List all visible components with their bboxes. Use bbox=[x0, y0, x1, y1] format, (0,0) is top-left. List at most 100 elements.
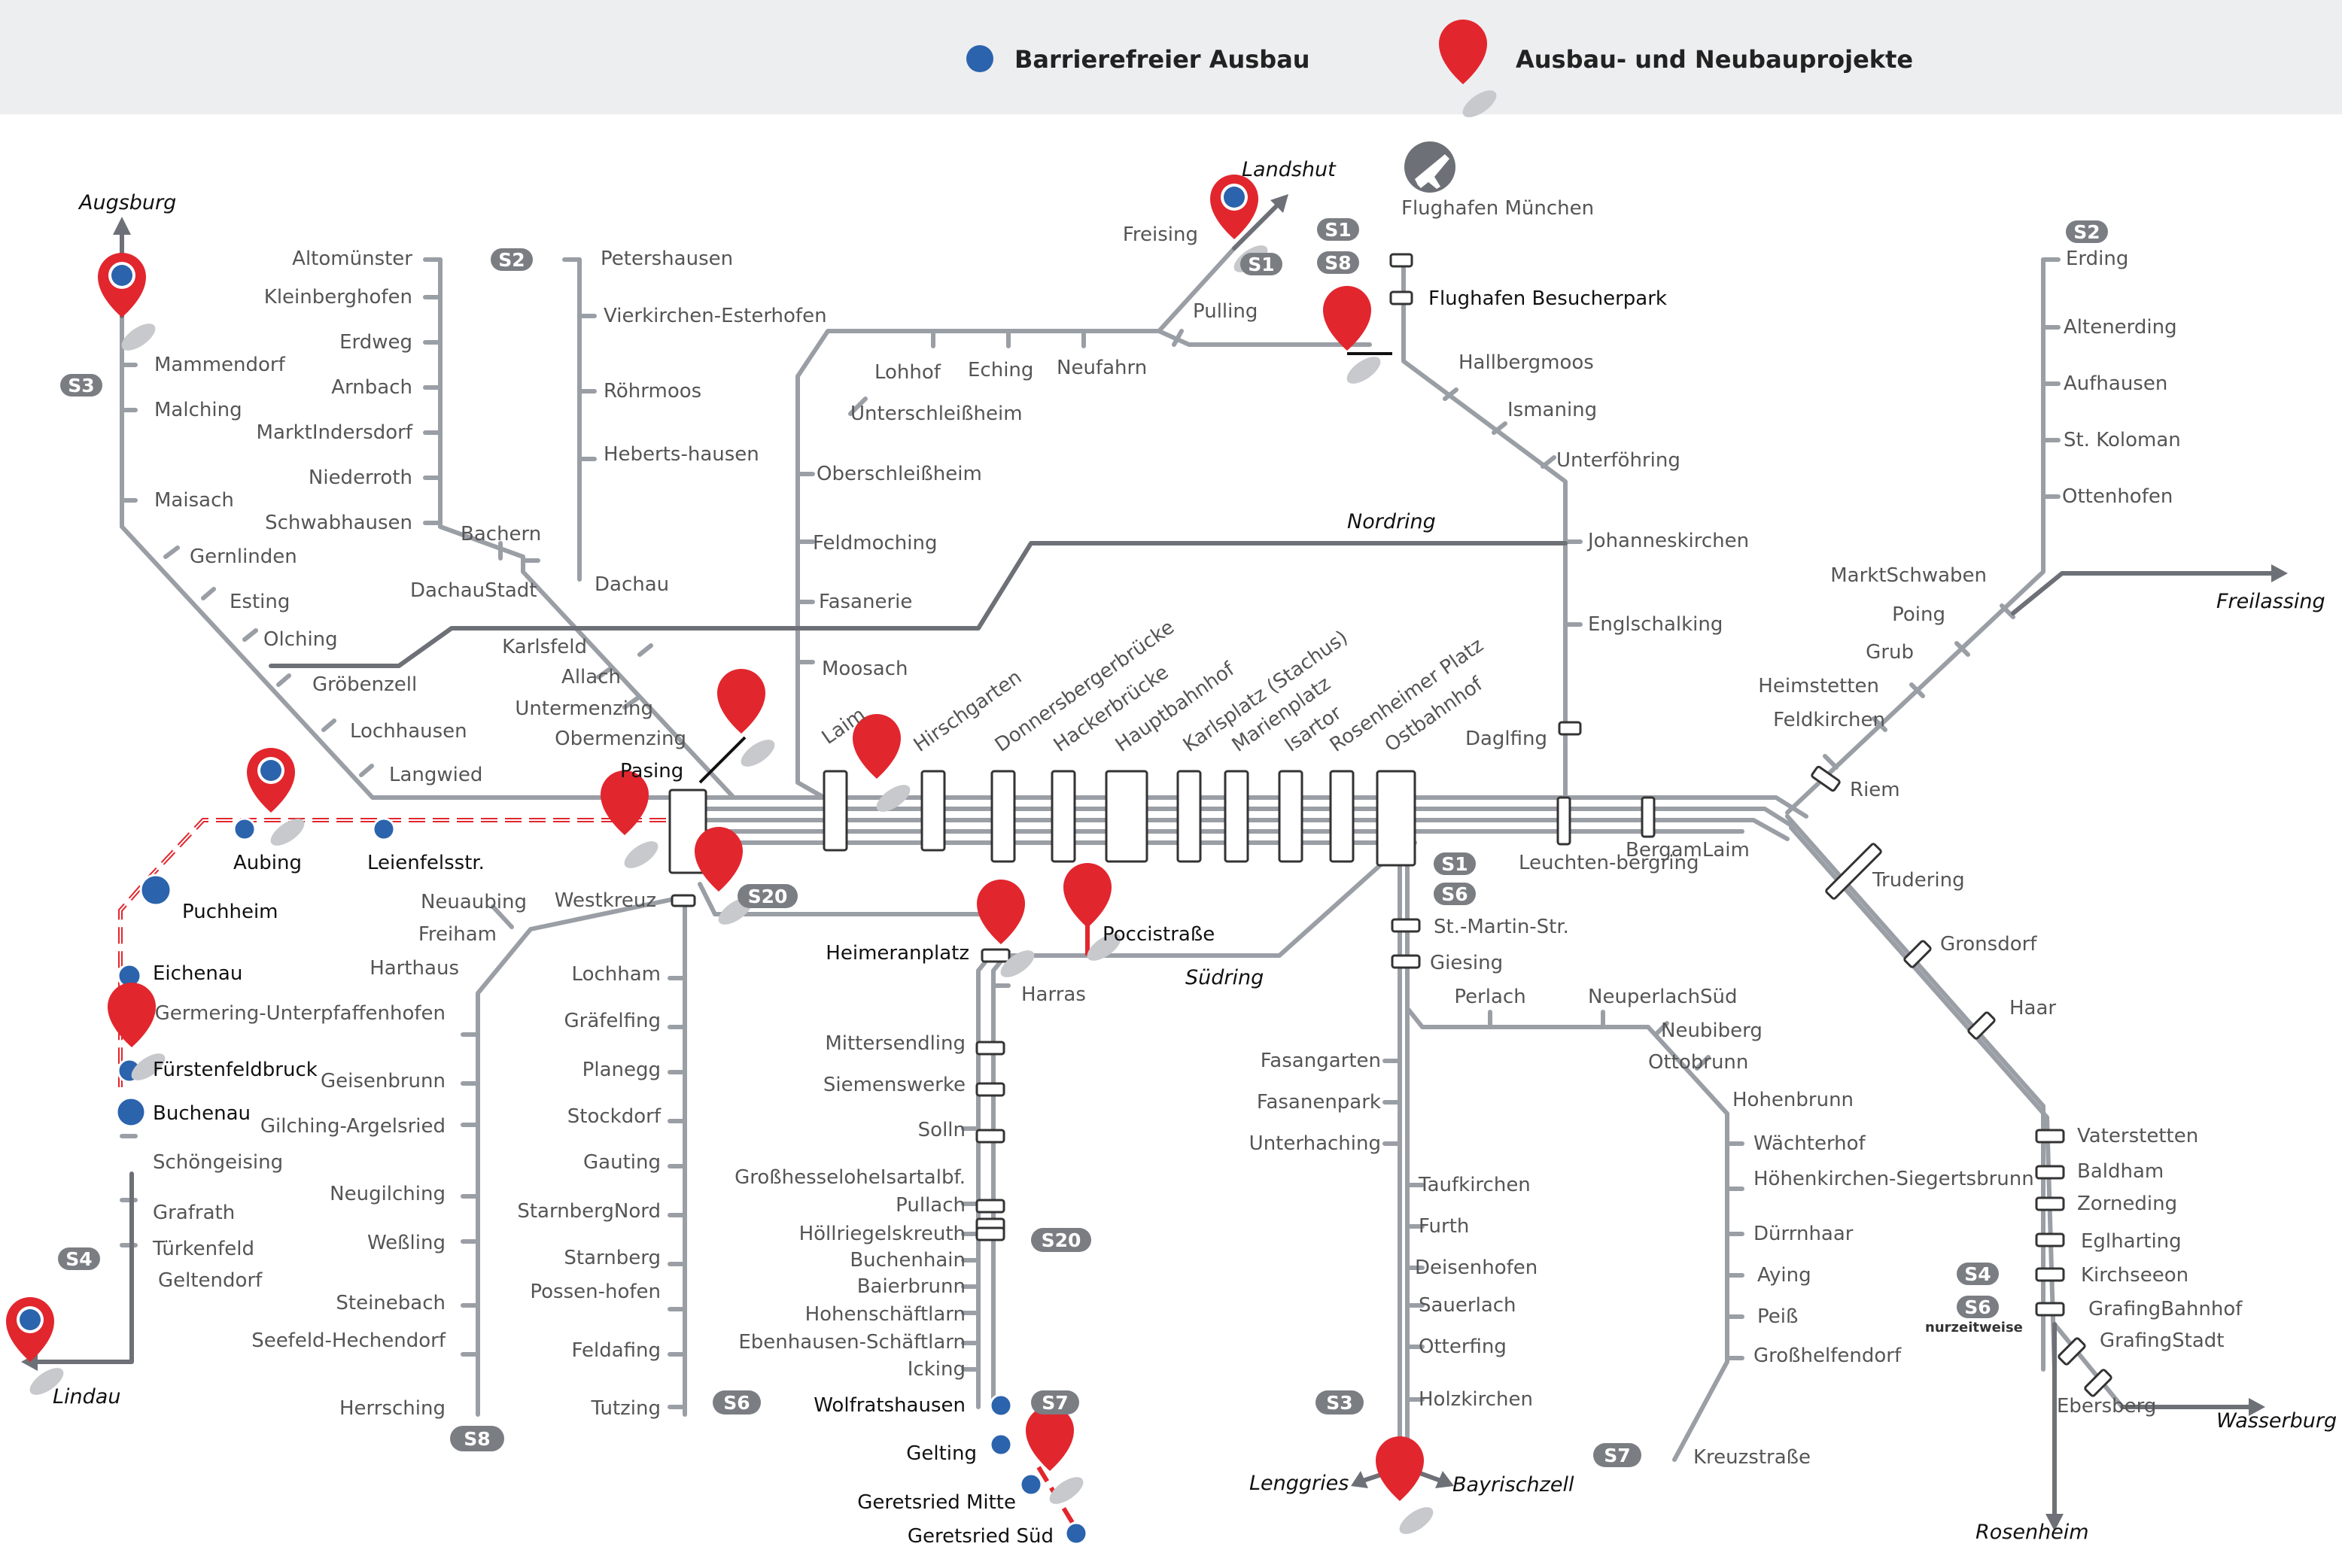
svg-text:Gräfelfing: Gräfelfing bbox=[564, 1010, 661, 1032]
svg-text:Geretsried Mitte: Geretsried Mitte bbox=[857, 1491, 1016, 1514]
svg-text:MarktSchwaben: MarktSchwaben bbox=[1830, 564, 1987, 587]
red-pin-icon bbox=[1063, 863, 1126, 966]
svg-text:S2: S2 bbox=[498, 249, 525, 271]
svg-text:Malching: Malching bbox=[154, 399, 242, 421]
svg-text:Lohhof: Lohhof bbox=[874, 361, 941, 384]
svg-text:S4: S4 bbox=[1964, 1263, 1991, 1285]
svg-text:Gronsdorf: Gronsdorf bbox=[1940, 933, 2037, 956]
svg-text:Türkenfeld: Türkenfeld bbox=[152, 1238, 254, 1260]
svg-text:Pullach: Pullach bbox=[896, 1194, 966, 1217]
svg-text:Freilassing: Freilassing bbox=[2216, 590, 2325, 613]
svg-text:Perlach: Perlach bbox=[1454, 986, 1525, 1008]
svg-text:Eichenau: Eichenau bbox=[153, 962, 242, 985]
svg-text:Gelting: Gelting bbox=[906, 1442, 977, 1465]
svg-text:Taufkirchen: Taufkirchen bbox=[1418, 1174, 1531, 1196]
project-pins bbox=[6, 175, 1438, 1539]
svg-text:Pulling: Pulling bbox=[1193, 300, 1258, 323]
accessible-stations bbox=[115, 817, 1088, 1545]
svg-text:Gauting: Gauting bbox=[583, 1151, 661, 1174]
svg-text:Geisenbrunn: Geisenbrunn bbox=[321, 1070, 446, 1092]
nordring-label: Nordring bbox=[1347, 510, 1436, 533]
svg-text:Wächterhof: Wächterhof bbox=[1753, 1132, 1866, 1155]
svg-text:Ismaning: Ismaning bbox=[1507, 399, 1597, 421]
svg-text:Johanneskirchen: Johanneskirchen bbox=[1586, 530, 1749, 552]
svg-text:S4: S4 bbox=[65, 1248, 92, 1270]
svg-text:Röhrmoos: Röhrmoos bbox=[604, 380, 701, 403]
svg-text:NeuperlachSüd: NeuperlachSüd bbox=[1588, 986, 1738, 1008]
svg-text:S8: S8 bbox=[1325, 252, 1351, 274]
svg-text:Zorneding: Zorneding bbox=[2077, 1193, 2177, 1215]
svg-text:Rosenheim: Rosenheim bbox=[1975, 1521, 2089, 1544]
svg-text:Neugilching: Neugilching bbox=[330, 1183, 446, 1205]
svg-text:Wolfratshausen: Wolfratshausen bbox=[814, 1394, 966, 1417]
svg-text:Obermenzing: Obermenzing bbox=[555, 728, 686, 750]
svg-text:GroßhesseloheIsartalbf.: GroßhesseloheIsartalbf. bbox=[735, 1166, 966, 1189]
svg-text:Westkreuz: Westkreuz bbox=[555, 889, 656, 912]
svg-text:Neubiberg: Neubiberg bbox=[1661, 1020, 1763, 1042]
svg-text:Peiß: Peiß bbox=[1757, 1305, 1798, 1328]
svg-text:Feldkirchen: Feldkirchen bbox=[1773, 709, 1885, 731]
svg-text:Lenggries: Lenggries bbox=[1249, 1472, 1349, 1495]
svg-text:Eglharting: Eglharting bbox=[2081, 1230, 2182, 1253]
svg-text:Grub: Grub bbox=[1866, 641, 1914, 664]
svg-text:Flughafen Besucherpark: Flughafen Besucherpark bbox=[1428, 287, 1667, 310]
svg-text:Maisach: Maisach bbox=[154, 489, 234, 512]
svg-text:Siemenswerke: Siemenswerke bbox=[823, 1074, 966, 1096]
svg-text:Poing: Poing bbox=[1892, 603, 1945, 626]
svg-text:S3: S3 bbox=[1326, 1392, 1352, 1414]
svg-text:Gröbenzell: Gröbenzell bbox=[312, 673, 417, 696]
svg-text:Germering-Unterpfaffenhofen: Germering-Unterpfaffenhofen bbox=[155, 1002, 446, 1025]
svg-text:Oberschleißheim: Oberschleißheim bbox=[817, 463, 982, 485]
svg-text:Augsburg: Augsburg bbox=[78, 191, 176, 214]
svg-text:Giesing: Giesing bbox=[1430, 952, 1503, 974]
svg-text:Aufhausen: Aufhausen bbox=[2064, 372, 2167, 395]
svg-text:Gernlinden: Gernlinden bbox=[190, 545, 297, 568]
svg-text:Dachau: Dachau bbox=[595, 573, 669, 596]
svg-text:S1: S1 bbox=[1248, 254, 1274, 275]
svg-text:Fasangarten: Fasangarten bbox=[1261, 1050, 1381, 1072]
svg-text:Englschalking: Englschalking bbox=[1588, 613, 1723, 636]
svg-text:Moosach: Moosach bbox=[822, 658, 908, 680]
svg-text:Heimeranplatz: Heimeranplatz bbox=[826, 942, 969, 965]
svg-text:Niederroth: Niederroth bbox=[309, 466, 412, 489]
svg-text:Schwabhausen: Schwabhausen bbox=[265, 512, 412, 534]
svg-text:Eching: Eching bbox=[968, 359, 1033, 381]
svg-text:Riem: Riem bbox=[1850, 779, 1900, 801]
svg-text:Seefeld-Hechendorf: Seefeld-Hechendorf bbox=[251, 1329, 446, 1352]
svg-text:Erding: Erding bbox=[2066, 248, 2128, 270]
svg-text:S6: S6 bbox=[1964, 1296, 1991, 1318]
svg-text:S2: S2 bbox=[2073, 221, 2100, 243]
svg-text:Großhelfendorf: Großhelfendorf bbox=[1753, 1345, 1902, 1367]
svg-text:Haar: Haar bbox=[2009, 997, 2056, 1020]
svg-text:Harthaus: Harthaus bbox=[370, 957, 459, 980]
svg-text:Wasserburg: Wasserburg bbox=[2216, 1409, 2337, 1433]
svg-text:Altomünster: Altomünster bbox=[292, 248, 412, 270]
svg-text:Fürstenfeldbruck: Fürstenfeldbruck bbox=[153, 1059, 318, 1081]
red-pin-icon bbox=[247, 748, 309, 851]
svg-text:Baierbrunn: Baierbrunn bbox=[857, 1275, 966, 1298]
svg-text:Allach: Allach bbox=[561, 666, 621, 688]
svg-text:Gilching-Argelsried: Gilching-Argelsried bbox=[260, 1115, 446, 1138]
svg-text:Feldafing: Feldafing bbox=[571, 1339, 661, 1362]
station-labels: Mammendorf Malching Maisach Gernlinden E… bbox=[152, 197, 2243, 1548]
svg-text:S20: S20 bbox=[1042, 1229, 1081, 1251]
svg-text:Bachern: Bachern bbox=[461, 523, 541, 545]
svg-text:Neuaubing: Neuaubing bbox=[421, 891, 527, 913]
svg-text:S1: S1 bbox=[1441, 853, 1468, 875]
svg-text:Landshut: Landshut bbox=[1242, 158, 1337, 181]
svg-text:Olching: Olching bbox=[263, 628, 338, 651]
svg-text:Hohenschäftlarn: Hohenschäftlarn bbox=[805, 1303, 966, 1326]
svg-text:Hohenbrunn: Hohenbrunn bbox=[1732, 1089, 1854, 1111]
svg-text:Kreuzstraße: Kreuzstraße bbox=[1693, 1446, 1811, 1469]
svg-text:S1: S1 bbox=[1325, 219, 1351, 241]
svg-text:Holzkirchen: Holzkirchen bbox=[1419, 1388, 1533, 1411]
svg-text:Bayrischzell: Bayrischzell bbox=[1452, 1473, 1574, 1497]
svg-text:Vaterstetten: Vaterstetten bbox=[2077, 1125, 2198, 1147]
svg-text:Aubing: Aubing bbox=[233, 852, 302, 874]
svg-text:Daglfing: Daglfing bbox=[1465, 728, 1547, 750]
svg-text:Hallbergmoos: Hallbergmoos bbox=[1458, 351, 1594, 374]
svg-text:Leuchten-bergring: Leuchten-bergring bbox=[1519, 852, 1699, 874]
small-station-boxes bbox=[671, 253, 2112, 1397]
svg-text:Unterhaching: Unterhaching bbox=[1249, 1132, 1381, 1155]
